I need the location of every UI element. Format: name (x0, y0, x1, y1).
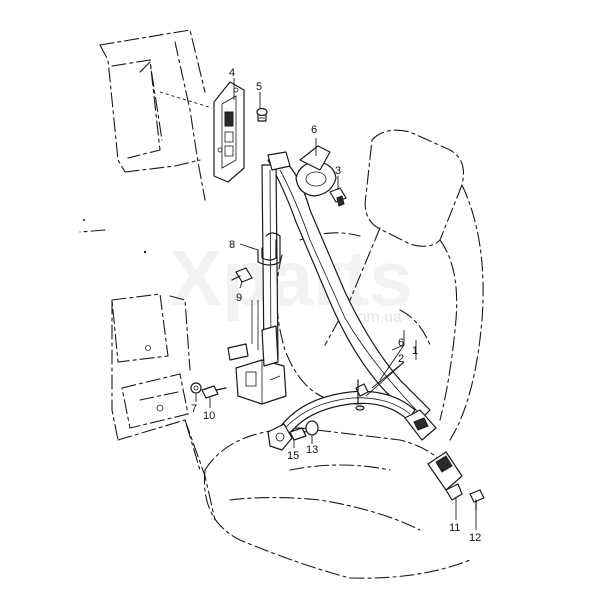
buckle-11 (427, 451, 463, 501)
bolt-12 (469, 489, 485, 511)
label-part-1: 1 (412, 345, 418, 357)
label-part-6-top: 6 (311, 124, 317, 136)
lower-pillar-outline (111, 293, 216, 521)
b-pillar-body-outline (79, 29, 206, 233)
washer-7 (190, 382, 202, 394)
height-adjuster (159, 81, 245, 183)
cap-13 (305, 420, 319, 436)
watermark-brand: Xparts (170, 234, 413, 322)
lower-anchor (267, 423, 293, 451)
belt-latch (404, 409, 437, 441)
screw-9 (231, 267, 253, 283)
label-part-3: 3 (335, 165, 341, 177)
label-part-6-right: 6 (398, 337, 404, 349)
leader-lines (195, 78, 477, 530)
bolt-15 (289, 427, 315, 441)
bolt-3 (329, 187, 347, 207)
part-labels: 4 5 6 3 8 9 6 1 2 7 10 15 13 11 12 (191, 67, 481, 544)
label-part-2: 2 (398, 353, 404, 365)
stray-dot (83, 219, 85, 221)
label-part-12: 12 (469, 532, 481, 544)
seat-cushion-outline (203, 427, 471, 579)
label-part-8: 8 (229, 239, 235, 251)
belt-guide-6 (267, 145, 337, 197)
bolt-5 (256, 107, 268, 122)
stray-dot (143, 250, 147, 254)
label-part-13: 13 (306, 444, 318, 456)
clip-8 (257, 232, 281, 266)
label-part-10: 10 (203, 410, 215, 422)
label-part-9: 9 (236, 292, 242, 304)
mount-2 (355, 379, 369, 411)
label-part-7: 7 (191, 403, 197, 415)
label-part-15: 15 (287, 450, 299, 462)
label-part-11: 11 (449, 522, 460, 534)
label-part-4: 4 (229, 67, 235, 79)
retractor (227, 300, 287, 405)
label-part-5: 5 (256, 81, 262, 93)
bolt-10 (201, 385, 227, 399)
